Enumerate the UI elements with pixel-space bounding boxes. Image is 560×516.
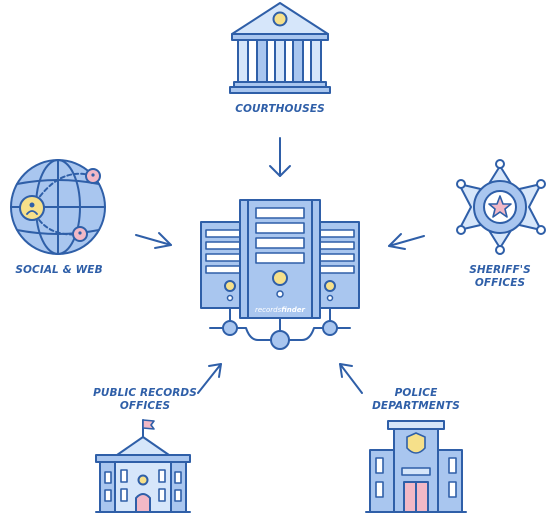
arrow-up-public-records [197,363,222,394]
label-courthouses-line1: COURTHOUSES [235,103,325,115]
label-police-departments: POLICE DEPARTMENTS [346,387,486,413]
label-sheriffs-line1: SHERIFF'S [469,264,531,276]
arrow-right-social [135,232,172,249]
label-sheriffs-line2: OFFICES [474,277,526,289]
label-public-records-line1: PUBLIC RECORDS [93,387,197,399]
sheriff-badge-icon [456,159,546,255]
public-records-building-icon [95,419,191,513]
globe-icon [10,159,106,255]
server-brand: recordsfinder [255,306,306,314]
arrow-up-police [339,363,363,394]
police-building-icon [365,420,467,513]
label-police-line2: DEPARTMENTS [372,400,460,412]
server-icon [200,199,360,350]
label-public-records-line2: OFFICES [119,400,171,412]
arrow-down-courthouse [269,137,291,177]
arrow-left-sheriff [388,233,425,250]
label-public-records-offices: PUBLIC RECORDS OFFICES [70,387,220,413]
label-social-web-line1: SOCIAL & WEB [15,264,103,276]
brand-bold: finder [281,306,305,314]
label-social-web: SOCIAL & WEB [0,264,118,277]
label-sheriffs-offices: SHERIFF'S OFFICES [440,264,560,290]
courthouse-icon [229,2,331,94]
brand-light: records [255,306,282,314]
label-courthouses: COURTHOUSES [200,103,360,116]
label-police-line1: POLICE [394,387,438,399]
